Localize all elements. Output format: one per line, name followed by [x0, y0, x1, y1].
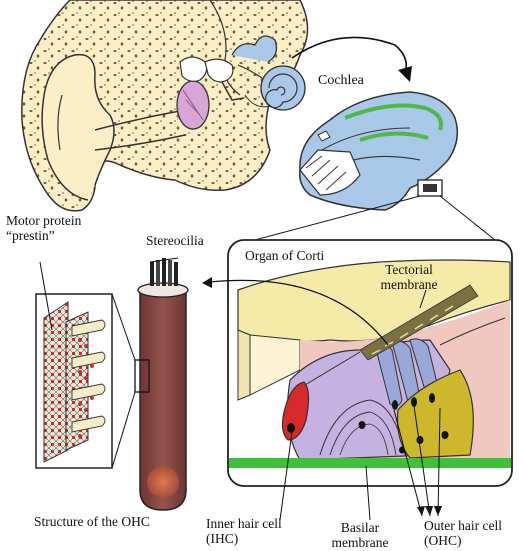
- ihc-label-line1: Inner hair cell: [206, 516, 282, 531]
- motor-protein-label-line1: Motor protein: [6, 213, 81, 228]
- ohc-label-line1: Outer hair cell: [424, 518, 502, 533]
- organ-of-corti-label: Organ of Corti: [245, 248, 324, 263]
- outer-hair-cell-label: Outer hair cell (OHC): [424, 518, 502, 548]
- ihc-label-line2: (IHC): [206, 531, 282, 546]
- enlarged-cochlea: [300, 92, 458, 210]
- tectorial-label-line1: Tectorial: [364, 262, 454, 277]
- prestin-structure-panel: [36, 294, 112, 468]
- stereocilia-bundle: [150, 258, 178, 286]
- ohc-label-line2: (OHC): [424, 533, 502, 548]
- cochlea-label: Cochlea: [318, 73, 365, 88]
- basilar-membrane-label: Basilar membrane: [320, 520, 400, 550]
- outer-hair-cell-detail: [135, 258, 188, 510]
- tectorial-label-line2: membrane: [364, 277, 454, 292]
- stereocilia-label: Stereocilia: [146, 233, 204, 248]
- arrow-to-cochlea: [292, 37, 406, 72]
- basilar-label-line2: membrane: [320, 535, 400, 550]
- motor-protein-label-line2: “prestin”: [6, 228, 81, 243]
- tectorial-membrane-label: Tectorial membrane: [364, 262, 454, 292]
- inner-hair-cell-label: Inner hair cell (IHC): [206, 516, 282, 546]
- outer-ear: [22, 0, 308, 211]
- structure-ohc-label: Structure of the OHC: [34, 514, 150, 529]
- basilar-label-line1: Basilar: [320, 520, 400, 535]
- motor-protein-label: Motor protein “prestin”: [6, 213, 81, 243]
